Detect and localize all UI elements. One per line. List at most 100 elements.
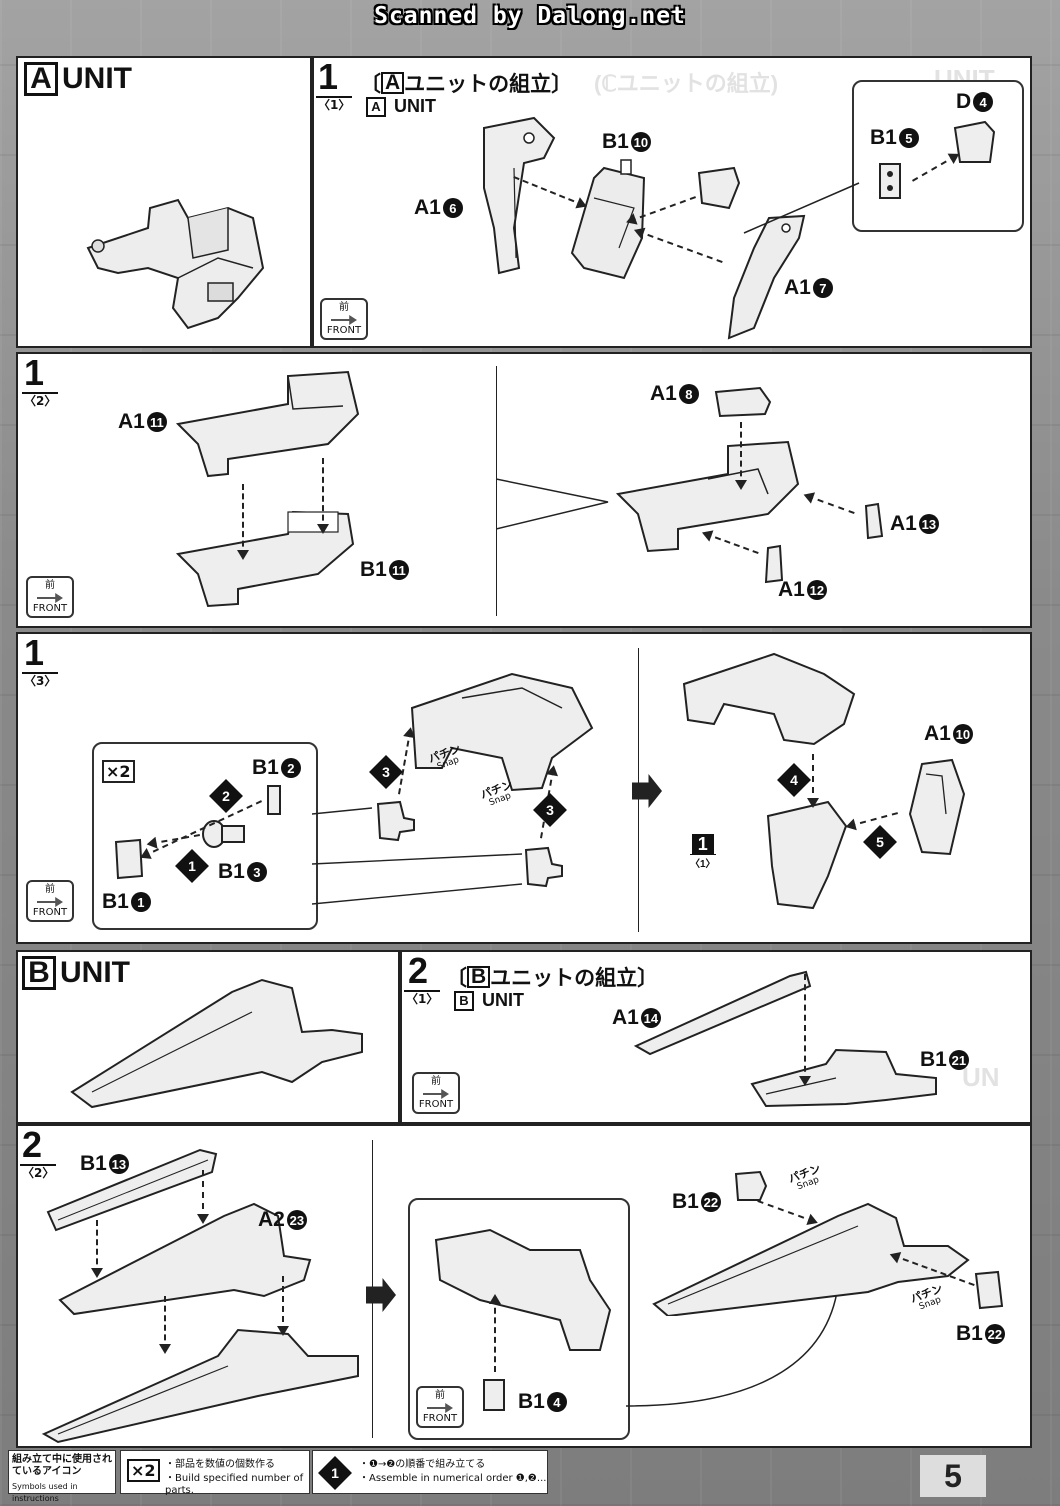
- part-runner: A1: [784, 276, 811, 299]
- front-word: FRONT: [418, 1099, 454, 1110]
- front-orientation-badge: 前 FRONT: [26, 576, 74, 618]
- part-runner: A1: [414, 196, 441, 219]
- part-runner: B1: [102, 890, 129, 913]
- part-runner: A2: [258, 1208, 285, 1231]
- legend-title-jp: 組み立て中に使用されているアイコン: [12, 1454, 112, 1477]
- step-title: 〔 A ユニットの組立〕: [360, 68, 572, 98]
- part-b1-21: [750, 1048, 937, 1108]
- step-order-3: 3: [533, 793, 567, 827]
- part-number: 10: [630, 132, 651, 152]
- assembly-arrow: [150, 834, 200, 845]
- unit-a-badge: A UNIT: [24, 62, 132, 96]
- step-order-2: 2: [209, 779, 243, 813]
- part-b1-5: [879, 163, 901, 199]
- step-reference-1-1: 1 〈1〉: [690, 834, 716, 870]
- part-b1-4: [483, 1379, 505, 1411]
- step-sub-number: 〈1〉: [316, 96, 353, 112]
- part-a1-8: [714, 386, 772, 418]
- step-order-1: 1: [175, 849, 209, 883]
- unit-word: UNIT: [62, 62, 132, 95]
- front-kanji: 前: [45, 580, 55, 591]
- part-b1-22-top: [734, 1170, 768, 1201]
- title-text: ユニットの組立〕: [490, 966, 659, 990]
- part-number: 4: [973, 92, 994, 112]
- part-runner: B1: [218, 860, 245, 883]
- title-unit-letter: A: [381, 72, 405, 94]
- step1-3-assembly-bottom: [766, 800, 848, 910]
- title-bracket: 〔: [360, 72, 381, 96]
- step-number: 1: [24, 352, 45, 393]
- assembly-arrow: [494, 1298, 496, 1372]
- part-b1-3: [202, 820, 245, 848]
- assembly-arrow: [807, 495, 855, 514]
- part-runner: B1: [360, 558, 387, 581]
- step1-3-upper-subassembly: [410, 672, 594, 792]
- front-arrow-icon: [37, 897, 63, 907]
- step-order-5: 5: [863, 825, 897, 859]
- page-number: 5: [920, 1455, 986, 1497]
- divider-line: [496, 366, 497, 616]
- step-title: 〔 B ユニットの組立〕: [446, 962, 658, 992]
- part-b1-peg-left: [376, 800, 415, 842]
- part-runner: A1: [612, 1006, 639, 1029]
- part-a2-23: [58, 1202, 312, 1316]
- part-b1-22-right: [974, 1270, 1004, 1310]
- ref-step-sub: 〈1〉: [690, 854, 716, 870]
- part-small-block: [697, 166, 741, 210]
- step-order-3: 3: [369, 755, 403, 789]
- part-number: 1: [130, 892, 151, 912]
- part-runner: B1: [870, 126, 897, 149]
- step-sub-number: 〈1〉: [404, 990, 441, 1006]
- legend-title-en: Symbols used in instructions: [12, 1482, 78, 1503]
- assembly-arrow: [804, 974, 806, 1082]
- icon-legend-title-box: 組み立て中に使用されているアイコン Symbols used in instru…: [8, 1450, 116, 1503]
- front-word: FRONT: [422, 1413, 458, 1424]
- part-runner: A1: [890, 512, 917, 535]
- step-number: 1: [318, 56, 339, 97]
- part-number: 12: [806, 580, 827, 600]
- title-bracket: 〔: [446, 966, 467, 990]
- part-runner: A1: [778, 578, 805, 601]
- part-runner: A1: [650, 382, 677, 405]
- part-runner: A1: [118, 410, 145, 433]
- part-number: 11: [146, 412, 167, 432]
- callout-lines: [496, 478, 609, 530]
- legend-times-box: ×2 ・部品を数値の個数作る ・Build specified number o…: [120, 1450, 310, 1496]
- assembly-arrow: [812, 754, 814, 804]
- front-kanji: 前: [45, 884, 55, 895]
- part-runner: B1: [80, 1152, 107, 1175]
- inset-pointer: [743, 182, 860, 234]
- front-orientation-badge: 前 FRONT: [26, 880, 74, 922]
- part-runner: B1: [920, 1048, 947, 1071]
- front-arrow-icon: [423, 1089, 449, 1099]
- title-text: ユニットの組立〕: [404, 72, 573, 96]
- ref-step-num: 1: [691, 834, 714, 854]
- assembly-arrow: [740, 422, 742, 486]
- front-word: FRONT: [326, 325, 362, 336]
- callout-lines: [312, 807, 523, 905]
- legend-order-jp: ・❶→❷の順番で組み立てる: [359, 1459, 486, 1470]
- part-b1-2: [267, 785, 281, 815]
- assembly-arrow: [282, 1276, 284, 1332]
- part-a1-6: [483, 116, 556, 275]
- next-arrow-icon: [632, 774, 662, 808]
- part-number: 10: [952, 724, 973, 744]
- unit-letter-box: B: [454, 990, 474, 1011]
- legend-order-en: ・Assemble in numerical order ❶,❷...: [359, 1473, 547, 1484]
- part-number: 23: [286, 1210, 307, 1230]
- part-a1-14: [633, 970, 812, 1056]
- part-runner: B1: [518, 1390, 545, 1413]
